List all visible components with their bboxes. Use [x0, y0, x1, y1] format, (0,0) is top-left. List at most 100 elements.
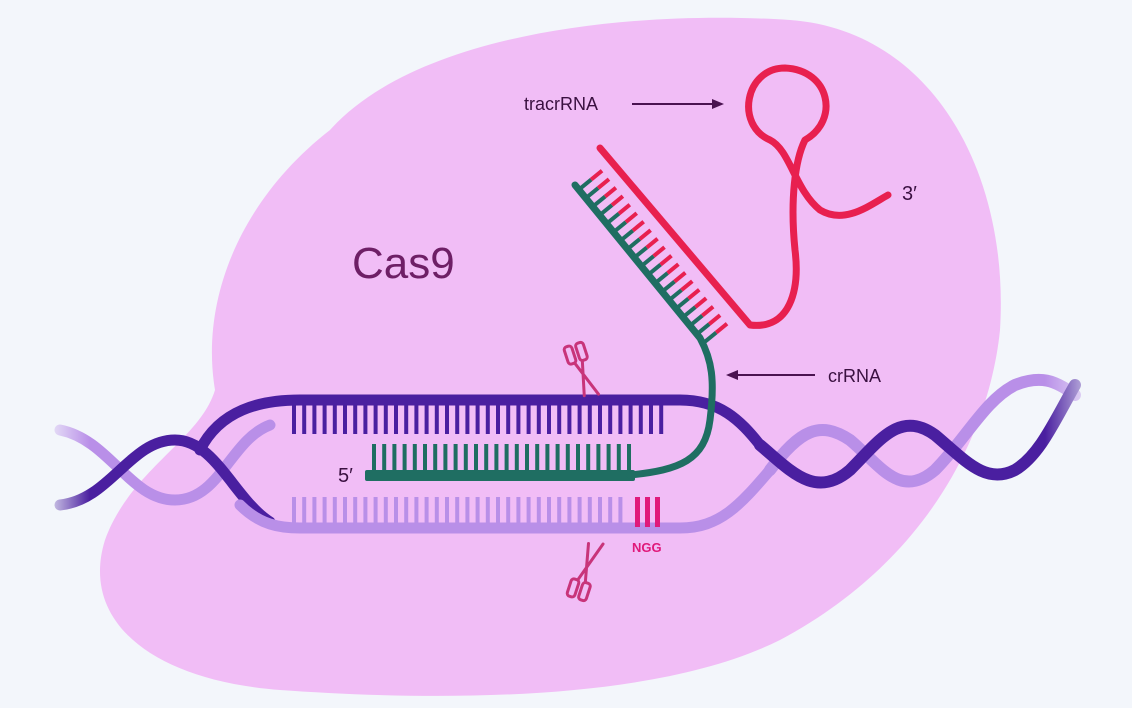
dna-base: [526, 497, 531, 525]
dna-top-strand: [194, 394, 766, 456]
tracrrna-label: tracrRNA: [524, 94, 598, 114]
crrna-label: crRNA: [828, 366, 881, 386]
tracrrna-arrow-icon: [632, 99, 724, 109]
dna-base: [475, 497, 480, 525]
dna-base: [628, 404, 633, 434]
tracrrna-base: [680, 279, 694, 292]
tracrrna-base: [610, 194, 625, 207]
dna-base: [424, 404, 429, 434]
left-fade: [40, 400, 90, 530]
dna-base: [343, 497, 347, 525]
tracrrna-base: [701, 305, 715, 318]
crrna-base: [494, 444, 499, 471]
pam-base: [635, 497, 640, 527]
dna-base: [434, 497, 439, 525]
dna-base: [526, 404, 531, 434]
crrna-base: [412, 444, 417, 471]
tracrrna-base: [687, 288, 701, 301]
dna-base: [302, 497, 307, 525]
crrna-base: [626, 237, 642, 251]
crrna-base: [576, 444, 580, 471]
crrna-base: [674, 296, 690, 311]
dna-base: [516, 497, 521, 525]
dna-bottom-strand: [234, 464, 776, 534]
dna-base: [649, 404, 653, 434]
crrna-base: [484, 444, 489, 471]
tracrrna-base: [673, 271, 687, 284]
crrna-base: [596, 444, 601, 471]
crrna-base: [474, 444, 478, 471]
dna-helix-left: [54, 419, 276, 528]
dna-base: [455, 497, 460, 525]
dna-base: [404, 404, 409, 434]
dna-base: [373, 497, 378, 525]
dna-base: [353, 497, 358, 525]
dna-base: [547, 404, 551, 434]
dna-base: [332, 404, 337, 434]
crrna-base: [616, 444, 621, 471]
crrna-base: [681, 305, 697, 319]
crrna-spacer: [365, 470, 635, 481]
crrna-base: [433, 444, 438, 471]
pam-base: [655, 497, 660, 527]
dna-base: [536, 404, 541, 434]
dna-base: [567, 497, 572, 525]
crrna-base: [555, 444, 560, 471]
tracrrna-base: [666, 262, 680, 275]
tracrrna-base: [617, 203, 632, 216]
dna-base: [618, 404, 623, 434]
crrna-base: [591, 194, 607, 209]
five-prime-label: 5′: [338, 465, 353, 487]
dna-top-bases: [292, 404, 664, 434]
crrna-base: [695, 322, 711, 336]
dna-base: [312, 497, 317, 525]
tracrrna-strand: [596, 64, 892, 329]
crrna-base: [612, 220, 628, 234]
dna-base: [557, 404, 562, 434]
dna-base: [353, 404, 358, 434]
crrna-base: [586, 444, 591, 471]
dna-base: [506, 404, 511, 434]
pam-label: NGG: [632, 540, 662, 555]
dna-base: [638, 404, 643, 434]
crrna-base: [577, 177, 593, 192]
crrna-base: [605, 211, 621, 226]
dna-base: [363, 404, 368, 434]
crrna-base: [640, 254, 655, 268]
tracrrna-base: [694, 296, 708, 309]
dna-base: [608, 404, 613, 434]
dna-base: [485, 497, 490, 525]
crrna-arrow-icon: [726, 370, 815, 380]
dna-base: [618, 497, 623, 525]
crrna-base: [463, 444, 468, 471]
cas9-label: Cas9: [352, 239, 455, 288]
dna-base: [312, 404, 317, 434]
dna-base: [465, 497, 470, 525]
cas9-protein-blob: [99, 17, 1001, 696]
dna-base: [516, 404, 521, 434]
pam-bases: [635, 497, 660, 527]
dna-base: [567, 404, 572, 434]
dna-base: [373, 404, 378, 434]
tracrrna-base: [624, 211, 639, 224]
dna-base: [659, 404, 664, 434]
dna-base: [506, 497, 511, 525]
crrna-base: [606, 444, 611, 471]
dna-base: [577, 497, 582, 525]
right-fade: [1045, 360, 1105, 500]
crrna-base: [565, 444, 570, 471]
tracrrna-base: [603, 186, 618, 199]
tracrrna-base: [589, 169, 604, 182]
three-prime-label: 3′: [902, 183, 917, 205]
crrna-base: [443, 444, 448, 471]
dna-base: [547, 497, 551, 525]
dna-base: [322, 404, 327, 434]
crrna-base: [646, 262, 662, 277]
crrna-base: [702, 330, 718, 345]
tracrrna-base: [659, 254, 673, 267]
crrna-base: [598, 203, 614, 217]
dna-base: [587, 404, 592, 434]
crrna-base: [392, 444, 397, 471]
dna-base: [322, 497, 327, 525]
